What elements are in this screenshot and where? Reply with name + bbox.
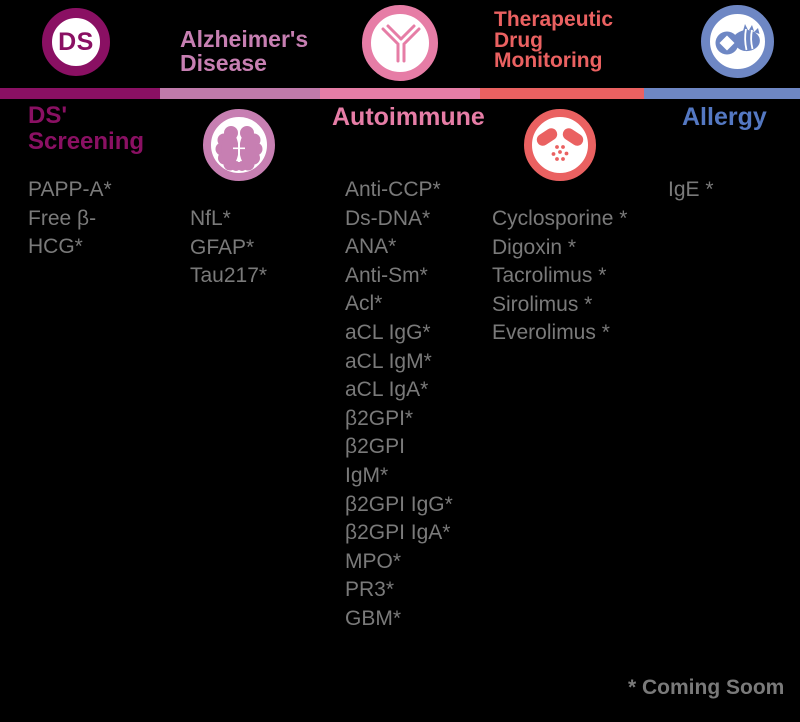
- bar-segment-autoimmune: [320, 88, 480, 99]
- list-item: Ds-DNA*: [345, 206, 431, 230]
- list-item: Tacrolimus *: [492, 264, 607, 288]
- list-item: aCL IgM*: [345, 349, 432, 373]
- category-color-bar: [0, 88, 800, 99]
- alzheimers-disease-label: Alzheimer's Disease: [180, 26, 309, 76]
- brain-icon: [203, 109, 275, 181]
- list-item: Tau217*: [190, 264, 268, 288]
- list-item: β2GPI IgA*: [345, 521, 451, 545]
- allergy-title: Allergy: [682, 103, 767, 131]
- list-item: IgE *: [668, 178, 714, 201]
- alzheimers-test-list: NfL* GFAP* Tau217*: [190, 205, 267, 291]
- tdm-test-list: Cyclosporine * Digoxin * Tacrolimus * Sirol…: [492, 205, 627, 348]
- list-item: PAPP-A*: [28, 178, 112, 201]
- bar-segment-tdm: [480, 88, 644, 99]
- list-item: β2GPI: [345, 435, 405, 459]
- list-item: Cyclosporine *: [492, 207, 628, 230]
- list-item: β2GPI*: [345, 406, 414, 430]
- ds-badge-label: DS: [58, 27, 94, 56]
- list-item: Digoxin *: [492, 235, 577, 259]
- list-item: β2GPI IgG*: [345, 492, 453, 516]
- list-item: NfL*: [190, 207, 231, 230]
- ds-screening-title: DS' Screening: [28, 102, 145, 155]
- autoimmune-title: Autoimmune: [332, 103, 485, 131]
- list-item: HCG*: [28, 235, 83, 259]
- list-item: ANA*: [345, 235, 397, 259]
- coming-soon-footnote: * Coming Soom: [628, 676, 785, 699]
- list-item: Anti-Sm*: [345, 263, 428, 287]
- list-item: PR3*: [345, 578, 395, 602]
- list-item: Anti-CCP*: [345, 178, 441, 201]
- list-item: Everolimus *: [492, 321, 610, 345]
- list-item: GFAP*: [190, 235, 255, 259]
- bar-segment-allergy: [644, 88, 800, 99]
- mite-icon: [701, 5, 774, 78]
- list-item: GBM*: [345, 606, 402, 630]
- list-item: Free β-: [28, 206, 97, 230]
- ds-screening-test-list: PAPP-A* Free β- HCG*: [28, 176, 112, 262]
- therapeutic-drug-monitoring-label: Therapeutic Drug Monitoring: [494, 8, 614, 72]
- list-item: Sirolimus *: [492, 292, 593, 316]
- bar-segment-alzheimers: [160, 88, 320, 99]
- autoimmune-test-list: Anti-CCP* Ds-DNA* ANA* Anti-Sm* Acl* aCL IgG*…: [345, 176, 453, 634]
- antibody-icon: [362, 5, 438, 81]
- ds-badge-icon: DS: [42, 8, 110, 76]
- list-item: aCL IgG*: [345, 320, 431, 344]
- list-item: MPO*: [345, 549, 402, 573]
- list-item: Acl*: [345, 292, 383, 316]
- list-item: aCL IgA*: [345, 378, 429, 402]
- bar-segment-ds: [0, 88, 160, 99]
- capsule-spill-icon: [524, 109, 596, 181]
- allergy-test-list: IgE *: [668, 176, 714, 205]
- list-item: IgM*: [345, 463, 389, 487]
